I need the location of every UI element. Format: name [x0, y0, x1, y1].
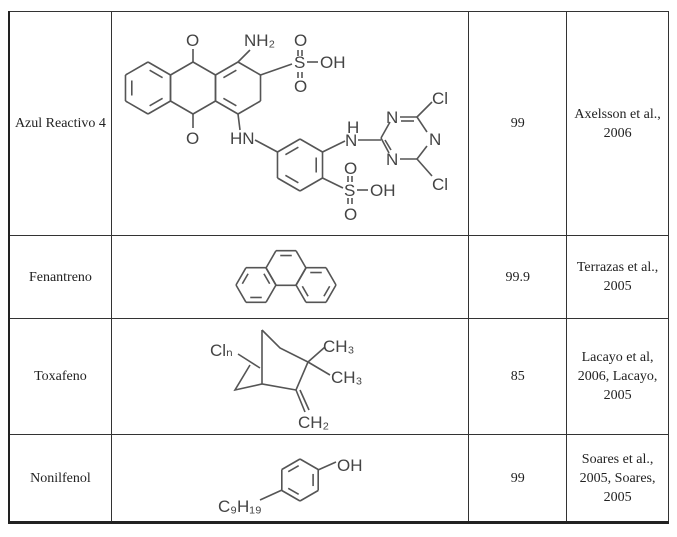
- table-row: Azul Reactivo 4 99 Axelsson et al., 2006: [8, 11, 669, 236]
- removal-value: 99.9: [468, 235, 568, 319]
- removal-value: 99: [468, 11, 568, 236]
- removal-value: 99: [468, 434, 568, 523]
- reference: Soares et al., 2005, Soares, 2005: [566, 434, 669, 523]
- table-row: Nonilfenol 99 Soares et al., 2005, Soare…: [8, 434, 669, 523]
- compounds-table: Azul Reactivo 4 99 Axelsson et al., 2006…: [8, 11, 669, 524]
- structure-cell: [110, 11, 470, 236]
- reference: Lacayo et al, 2006, Lacayo, 2005: [566, 318, 669, 435]
- table-row: Fenantreno 99.9 Terrazas et al., 2005: [8, 235, 669, 319]
- structure-cell: [110, 434, 470, 523]
- compound-name: Nonilfenol: [8, 434, 112, 523]
- removal-value: 85: [468, 318, 568, 435]
- reference: Terrazas et al., 2005: [566, 235, 669, 319]
- compound-name: Azul Reactivo 4: [8, 11, 112, 236]
- compound-name: Toxafeno: [8, 318, 112, 435]
- compound-name: Fenantreno: [8, 235, 112, 319]
- reference: Axelsson et al., 2006: [566, 11, 669, 236]
- table-row: Toxafeno 85 Lacayo et al, 2006, Lacayo, …: [8, 318, 669, 435]
- structure-cell: [110, 318, 470, 435]
- structure-cell: [110, 235, 470, 319]
